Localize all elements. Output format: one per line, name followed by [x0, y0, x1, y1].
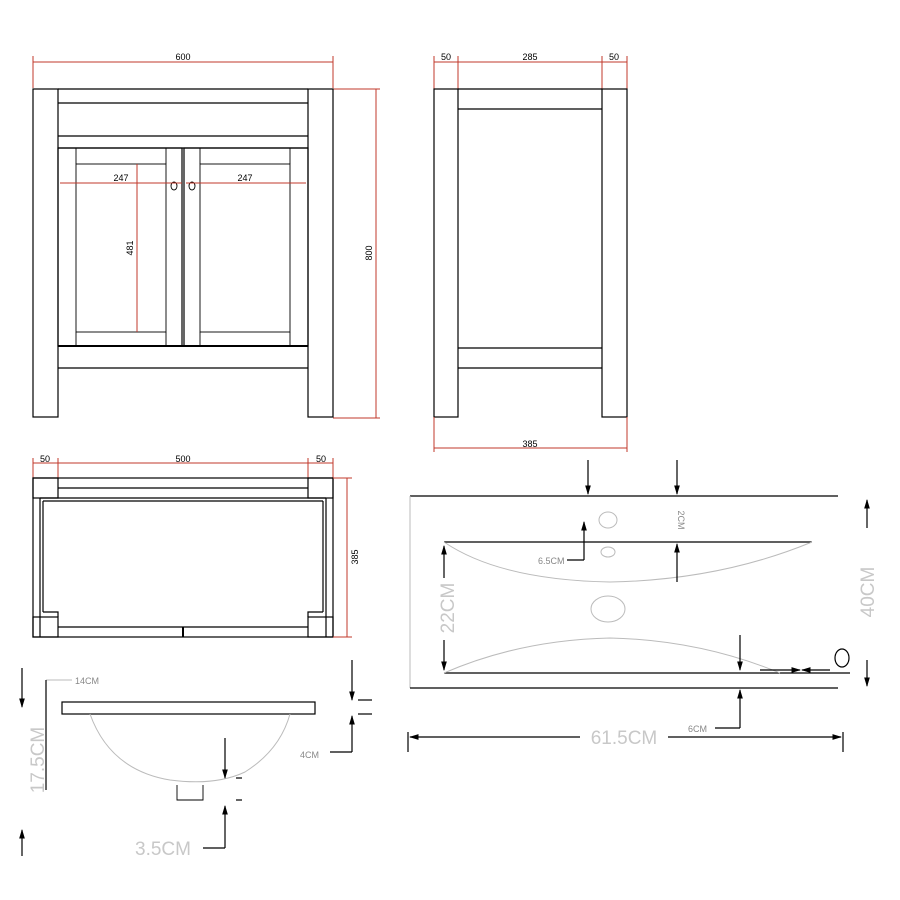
top-left-label: 50	[40, 454, 50, 464]
section-drain-label: 3.5CM	[135, 839, 191, 860]
faucet-hole	[598, 511, 618, 529]
top-middle-label: 500	[175, 454, 190, 464]
side-middle-label: 285	[522, 52, 537, 62]
door-height-label: 481	[125, 240, 135, 255]
plan-front-edge-label: 6CM	[688, 724, 707, 734]
front-left-knob	[170, 181, 178, 191]
section-depth-label: 17.5CM	[28, 727, 49, 794]
top-view: 50 500 50 385	[32, 454, 360, 638]
door-left-width-label: 247	[113, 173, 128, 183]
side-depth-label: 385	[522, 439, 537, 449]
plan-total-width-label: 61.5CM	[591, 728, 658, 749]
top-depth-label: 385	[350, 549, 360, 564]
basin-rim	[61, 701, 316, 715]
overflow-hole	[600, 546, 616, 558]
front-right-door	[183, 147, 309, 347]
drain-hole	[590, 595, 626, 623]
section-top-label: 14CM	[75, 676, 99, 686]
side-left-leg-label: 50	[441, 52, 451, 62]
front-width-label: 600	[175, 52, 190, 62]
plan-bowl-label: 22CM	[438, 583, 459, 634]
side-left-leg	[433, 88, 459, 418]
door-right-width-label: 247	[237, 173, 252, 183]
side-right-leg-label: 50	[609, 52, 619, 62]
basin-plan: 2CM 6.5CM 22CM 40CM 6CM 61.5CM	[407, 460, 879, 752]
plan-hole-offset-label: 2CM	[676, 510, 686, 529]
front-right-leg	[307, 88, 334, 418]
top-right-label: 50	[316, 454, 326, 464]
section-rim-label: 4CM	[300, 750, 319, 760]
side-right-leg	[601, 88, 628, 418]
front-view: 600 800 247	[32, 52, 380, 419]
front-height-label: 800	[364, 245, 374, 260]
plan-hole-size-label: 6.5CM	[538, 556, 565, 566]
plan-depth-label: 40CM	[858, 567, 879, 618]
top-outline	[32, 477, 334, 638]
side-view: 50 285 50 385	[433, 52, 628, 452]
side-hole	[834, 648, 850, 668]
front-left-door	[57, 147, 183, 347]
basin-section: 14CM 17.5CM 4CM 3.5CM	[19, 660, 372, 860]
front-left-leg	[32, 88, 59, 418]
front-right-knob	[188, 181, 196, 191]
